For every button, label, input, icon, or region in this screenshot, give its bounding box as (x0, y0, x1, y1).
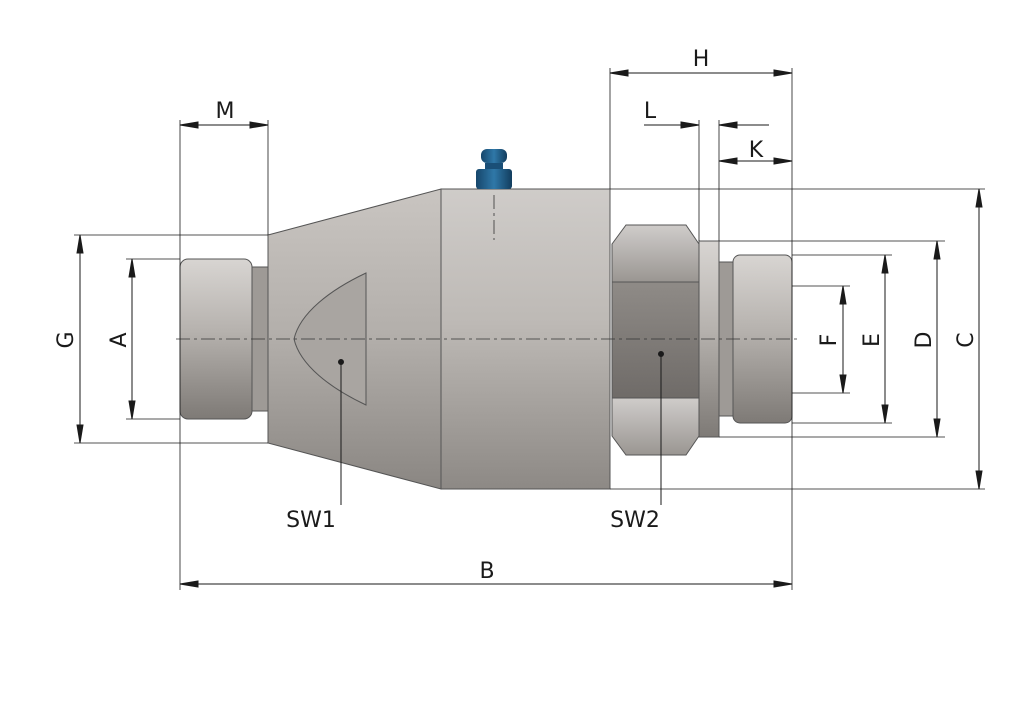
label-L: L (644, 99, 657, 124)
left-stub (179, 258, 253, 420)
dimension-lines (76, 69, 983, 588)
hex-nut-top (611, 224, 700, 283)
label-A: A (107, 332, 132, 347)
hex-nut-mid (611, 281, 700, 399)
label-C: C (954, 332, 979, 347)
hex-nut-bottom (611, 397, 700, 456)
label-E: E (860, 333, 885, 347)
label-G: G (54, 331, 79, 348)
grease-nipple (476, 149, 512, 189)
label-SW2: SW2 (610, 508, 660, 533)
label-B: B (479, 559, 494, 584)
label-SW1: SW1 (286, 508, 336, 533)
dimension-labels: H M L K B SW1 SW2 G A F E D C (54, 47, 979, 584)
centerlines (176, 195, 800, 340)
label-D: D (912, 332, 937, 349)
label-H: H (693, 47, 710, 72)
label-M: M (216, 99, 235, 124)
label-K: K (749, 138, 764, 163)
label-F: F (817, 334, 842, 347)
extension-lines (74, 68, 985, 590)
